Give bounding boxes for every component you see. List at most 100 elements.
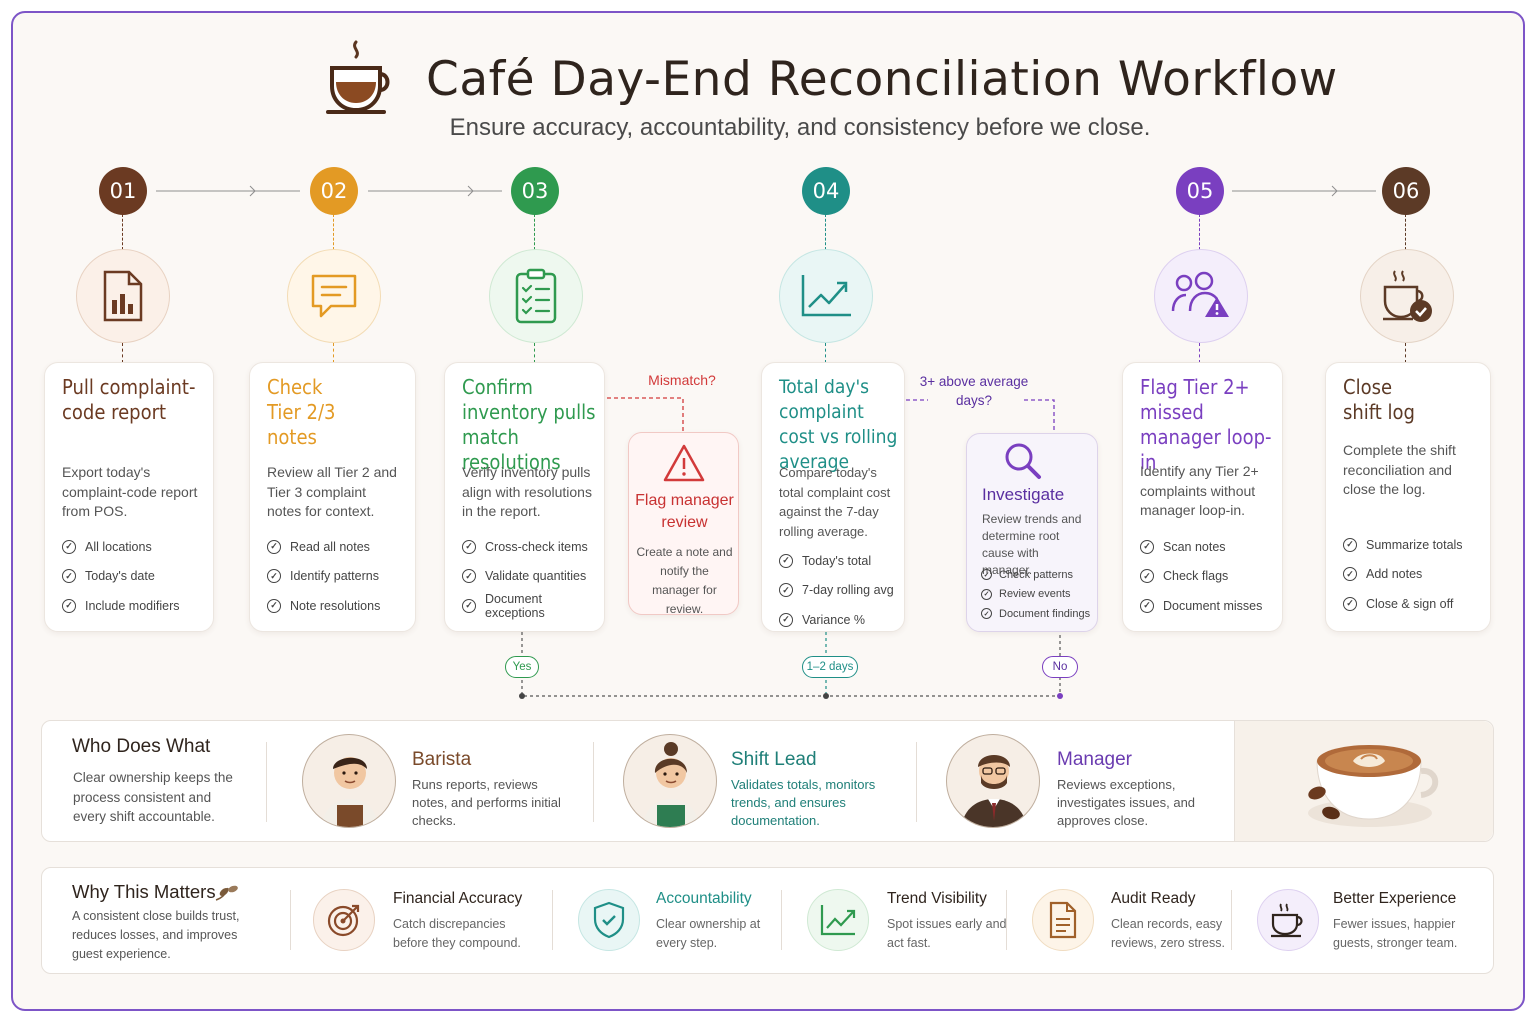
step-desc: Review all Tier 2 and Tier 3 complaint n… [267, 464, 397, 519]
divider [290, 890, 291, 950]
trend-up-icon [807, 889, 869, 951]
checklist-label: Document exceptions [485, 591, 545, 620]
role-desc: Runs reports, reviews notes, and perform… [412, 777, 561, 828]
divider [266, 742, 267, 822]
why-title: Financial Accuracy [393, 890, 523, 907]
coffee-cup-check-icon [1360, 249, 1454, 343]
checklist-item: ✓Summarize totals [1343, 530, 1463, 560]
check-circle-icon: ✓ [1343, 567, 1357, 582]
step-desc: Verify inventory pulls align with resolu… [462, 464, 592, 519]
why-desc: Clean records, easy reviews, zero stress… [1111, 917, 1225, 950]
step-card-3: Confirm inventory pulls match resolution… [444, 362, 605, 632]
above-average-connector [906, 399, 1055, 435]
step6-connector [1405, 214, 1406, 250]
step-checklist: ✓All locations✓Today's date✓Include modi… [62, 532, 180, 621]
checklist-item: ✓Identify patterns [267, 562, 380, 592]
why-title: Trend Visibility [887, 890, 987, 907]
step4-connector [825, 214, 826, 250]
checklist-item: ✓ 7-day rolling avg [779, 576, 894, 606]
step-desc: Export today's complaint-code report fro… [62, 464, 198, 519]
check-circle-icon: ✓ [1140, 569, 1154, 584]
checklist-item: ✓ All locations [62, 532, 180, 562]
mismatch-connector [607, 397, 684, 434]
check-circle-icon: ✓ [462, 539, 476, 554]
branch-title: Flag manager review [635, 492, 734, 531]
step-title: Pull complaint-code report [62, 375, 196, 424]
check-circle-icon: ✓ [779, 583, 793, 598]
roles-intro: Clear ownership keeps the process consis… [73, 770, 233, 824]
no-pill: No [1042, 656, 1078, 678]
checklist-item: ✓ Document findings [981, 604, 1090, 624]
why-intro: A consistent close builds trust, reduces… [72, 909, 240, 961]
investigate-card: Investigate Review trends and determine … [966, 433, 1098, 632]
why-heading: Why This Matters [72, 881, 216, 902]
shield-check-icon [578, 889, 640, 951]
step-checklist: ✓Read all notes✓Identify patterns✓Note r… [267, 532, 380, 621]
divider [593, 742, 594, 822]
step1-connector-lower [122, 343, 123, 363]
why-desc: Spot issues early and act fast. [887, 917, 1007, 950]
step-desc: Compare today's total complaint cost aga… [779, 465, 891, 539]
page-subtitle: Ensure accuracy, accountability, and con… [449, 114, 1151, 141]
divider [1006, 890, 1007, 950]
step-desc: Identify any Tier 2+ complaints without … [1140, 463, 1259, 518]
step3-connector [534, 214, 535, 250]
step-title: Check Tier 2/3 notes [267, 375, 336, 449]
checklist-label: Note resolutions [290, 598, 381, 613]
checklist-item: ✓ Review events [981, 585, 1090, 605]
step-number-1: 01 [99, 167, 147, 215]
checklist-item: ✓ Document misses [1140, 591, 1262, 621]
checklist-item: ✓Check patterns [981, 565, 1090, 585]
checklist-item: ✓Variance % [779, 605, 894, 635]
check-circle-icon: ✓ [981, 569, 992, 581]
clipboard-checklist-icon [489, 249, 583, 343]
magnifier-icon [1005, 443, 1041, 479]
checklist-label: Add notes [1366, 567, 1423, 582]
checklist-label: Review events [999, 588, 1071, 601]
divider [781, 890, 782, 950]
check-circle-icon: ✓ [62, 598, 76, 613]
step5-connector [1199, 214, 1200, 250]
step-connectors [156, 185, 1376, 197]
checklist-label: Document findings [999, 607, 1091, 620]
divider [552, 890, 553, 950]
step-checklist: ✓ Today's total ✓ 7-day rolling avg✓Varianc… [779, 546, 894, 635]
check-circle-icon: ✓ [981, 608, 992, 620]
check-circle-icon: ✓ [62, 539, 76, 554]
checklist-label: Today's total [802, 553, 872, 568]
coffee-logo-icon [326, 40, 390, 114]
checklist-item: ✓ Add notes [1343, 560, 1463, 590]
check-circle-icon: ✓ [267, 598, 281, 613]
why-title: Better Experience [1333, 890, 1457, 907]
check-circle-icon: ✓ [62, 569, 76, 584]
step-title: Confirm inventory pulls match resolution… [462, 375, 596, 474]
trend-line-icon [779, 249, 873, 343]
why-panel [41, 867, 1494, 974]
step-card-2: Check Tier 2/3 notes Review all Tier 2 a… [249, 362, 416, 632]
step-card-1: Pull complaint-code report Export today'… [44, 362, 214, 632]
days-pill: 1–2 days [802, 656, 858, 678]
why-desc: Clear ownership at every step. [656, 917, 761, 950]
chat-note-icon [287, 249, 381, 343]
why-title: Audit Ready [1111, 890, 1196, 907]
check-circle-icon: ✓ [1140, 598, 1154, 613]
role-desc: Reviews exceptions, investigates issues,… [1057, 777, 1196, 828]
checklist-item: ✓Read all notes [267, 532, 380, 562]
step-number-2: 02 [310, 167, 358, 215]
checklist-item: ✓ Include modifiers [62, 591, 180, 621]
checklist-label: 7-day rolling avg [802, 583, 894, 598]
latte-image [1234, 721, 1493, 841]
check-circle-icon: ✓ [267, 569, 281, 584]
checklist-label: All locations [85, 539, 152, 554]
yes-pill: Yes [505, 656, 539, 678]
checklist-label: Close & sign off [1366, 596, 1454, 611]
checklist-label: Read all notes [290, 539, 370, 554]
check-circle-icon: ✓ [981, 588, 992, 600]
checklist-label: Include modifiers [85, 598, 180, 613]
branch-checklist: ✓Check patterns✓Review events✓Document f… [981, 565, 1090, 624]
step5-connector-lower [1199, 343, 1200, 363]
step-checklist: ✓Summarize totals✓ Add notes✓ Close & sign… [1343, 530, 1463, 619]
step-card-5: Flag Tier 2+ missed manager loop-in Iden… [1122, 362, 1283, 632]
check-circle-icon: ✓ [462, 569, 476, 584]
checklist-label: Document misses [1163, 598, 1263, 613]
